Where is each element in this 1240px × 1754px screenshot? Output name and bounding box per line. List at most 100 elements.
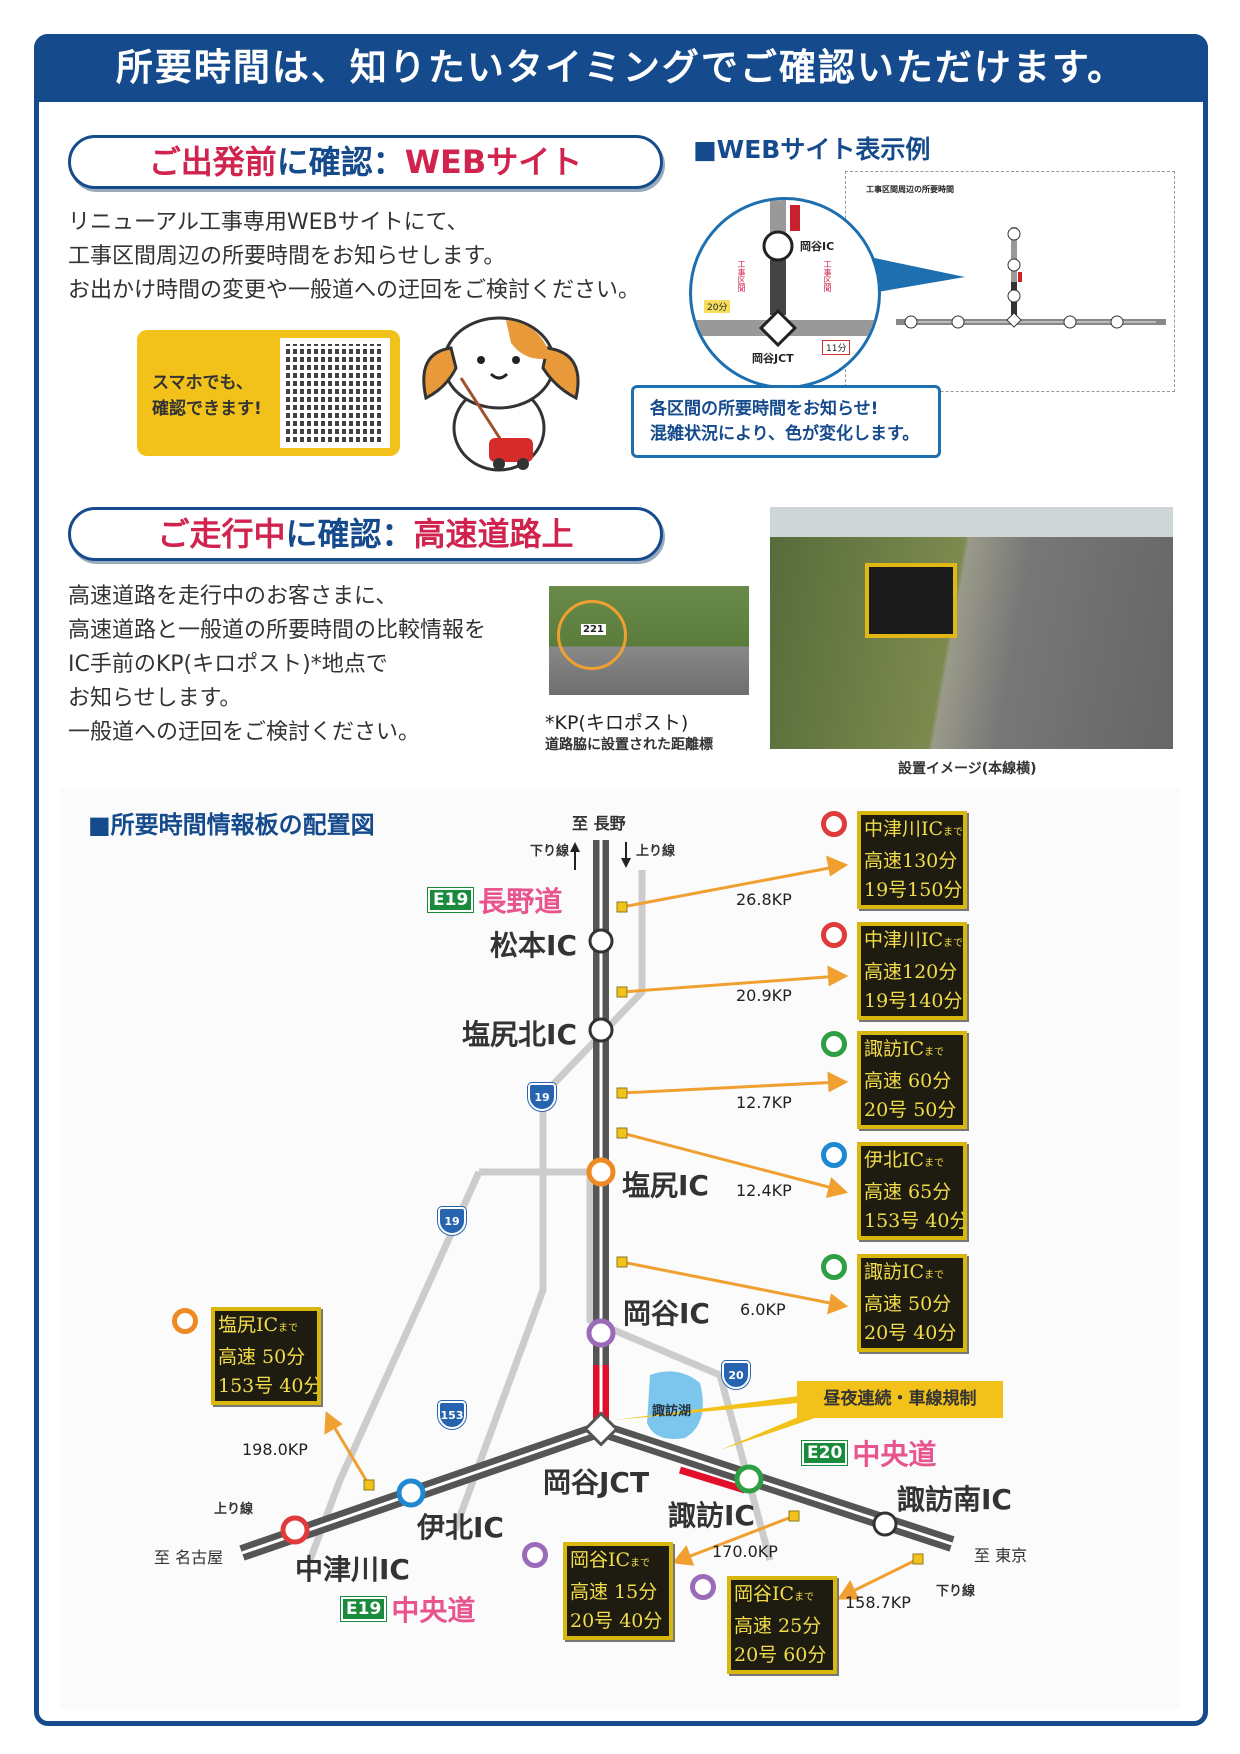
zoom-construction-label: 工事区間	[737, 260, 746, 292]
sign-expressway-time: 高速120分	[864, 961, 958, 983]
kp-label: 20.9KP	[736, 986, 792, 1005]
sign-local-road-time: 19号150分	[864, 879, 963, 901]
web-example-zoom-circle: 岡谷IC 岡谷JCT 20分 11分 工事区間 工事区間	[689, 197, 881, 389]
sign-destination-marker	[821, 1142, 847, 1168]
sign-destination-marker	[821, 1031, 847, 1057]
map-heading: ■所要時間情報板の配置図	[88, 811, 375, 839]
sign-destination-marker	[821, 811, 847, 837]
ic-marker-matsumoto	[588, 928, 614, 954]
sign-local-road-time: 153号 40分	[864, 1210, 967, 1232]
kp-caption-title: *KP(キロポスト)	[545, 708, 688, 735]
sign-destination: 中津川ICまで	[864, 926, 963, 958]
web-example-heading: ■WEBサイト表示例	[693, 135, 931, 164]
travel-time-sign: 中津川ICまで 高速130分 19号150分	[857, 811, 967, 909]
sign-destination: 岡谷ICまで	[734, 1580, 833, 1612]
to-nagoya-label: 至 名古屋	[154, 1548, 224, 1567]
zoom-construction-label: 工事区間	[823, 260, 832, 292]
text-line: お出かけ時間の変更や一般道への迂回をご検討ください。	[68, 278, 641, 303]
route-shield-19: 19	[528, 1083, 556, 1111]
text-line: リニューアル工事専用WEBサイトにて、	[68, 210, 469, 235]
down-line-label: 下り線	[530, 844, 570, 859]
sign-local-road-time: 153号 40分	[218, 1375, 321, 1397]
sign-made: まで	[924, 1047, 945, 1058]
travel-time-sign: 諏訪ICまで 高速 60分 20号 50分	[857, 1031, 967, 1129]
sign-expressway-time: 高速 25分	[734, 1615, 822, 1637]
route-label-chuo-east: E20 中央道	[800, 1433, 937, 1473]
heading-part: に確認：	[276, 143, 405, 181]
kp-label: 12.4KP	[736, 1181, 792, 1200]
heading-part: 高速道路上	[413, 515, 574, 553]
ic-marker-nakatsugawa	[280, 1515, 310, 1545]
travel-time-sign: 岡谷ICまで 高速 15分 20号 40分	[563, 1542, 673, 1640]
sign-expressway-time: 高速 65分	[864, 1181, 952, 1203]
kp-sign: 221	[581, 624, 606, 635]
sign-destination: 岡谷ICまで	[570, 1546, 669, 1578]
text-line: 工事区間周辺の所要時間をお知らせします。	[68, 244, 506, 269]
ic-label-nakatsugawa: 中津川IC	[295, 1553, 410, 1586]
sign-destination-marker	[690, 1574, 716, 1600]
kp-label: 170.0KP	[712, 1542, 778, 1561]
e19-badge: E19	[339, 1596, 388, 1622]
text-line: 高速道路を走行中のお客さまに、	[68, 584, 398, 609]
route-shield-19: 19	[438, 1207, 466, 1235]
nagano-road-name: 長野道	[478, 885, 563, 918]
sign-destination-marker	[172, 1308, 198, 1334]
sign-local-road-time: 20号 40分	[570, 1610, 663, 1632]
heading-part: に確認：	[285, 515, 414, 553]
ic-marker-suwa	[734, 1464, 764, 1494]
sign-made: まで	[630, 1558, 651, 1569]
route-shield-153: 153	[438, 1401, 466, 1429]
sign-made: まで	[924, 1158, 945, 1169]
sign-destination: 諏訪ICまで	[864, 1035, 963, 1067]
web-example-page-title: 工事区間周辺の所要時間	[866, 185, 954, 194]
route-label-chuo-west: E19 中央道	[339, 1589, 476, 1629]
drive-section-heading: ご走行中に確認：高速道路上	[68, 507, 663, 561]
sign-destination: 塩尻ICまで	[218, 1311, 317, 1343]
qr-code[interactable]	[280, 338, 390, 448]
up-line-label: 上り線	[214, 1502, 254, 1517]
drive-section-text: 高速道路を走行中のお客さまに、 高速道路と一般道の所要時間の比較情報を IC手前…	[68, 580, 486, 750]
ic-label-shiojirikita: 塩尻北IC	[462, 1018, 577, 1051]
ic-label-suwa: 諏訪IC	[668, 1499, 755, 1532]
ic-label-okaya: 岡谷IC	[623, 1297, 710, 1330]
heading-part: WEBサイト	[404, 143, 583, 181]
travel-time-sign: 伊北ICまで 高速 65分 153号 40分	[857, 1142, 967, 1240]
lake-suwa	[647, 1371, 703, 1439]
heading-part: ご走行中	[157, 515, 286, 553]
sign-destination: 諏訪ICまで	[864, 1258, 963, 1290]
heading-part: ご出発前	[148, 143, 277, 181]
sign-made: まで	[943, 938, 964, 949]
sign-local-road-time: 20号 40分	[864, 1322, 957, 1344]
route-shield-20: 20	[722, 1361, 750, 1389]
sign-pointer-arrows	[324, 855, 919, 1600]
sign-destination-name: 中津川IC	[864, 818, 944, 840]
kp-photo: 221	[549, 586, 749, 695]
to-tokyo-label: 至 東京	[974, 1546, 1028, 1565]
sign-made: まで	[924, 1270, 945, 1281]
ic-label-inakita: 伊北IC	[417, 1511, 504, 1544]
zoom-callout-pointer	[860, 255, 965, 295]
text-line: IC手前のKP(キロポスト)*地点で	[68, 652, 388, 677]
travel-time-sign: 塩尻ICまで 高速 50分 153号 40分	[211, 1307, 321, 1405]
text-line: 各区間の所要時間をお知らせ!	[650, 399, 879, 419]
installation-photo	[770, 507, 1173, 749]
text-line: スマホでも、	[152, 373, 253, 393]
text-line: お知らせします。	[68, 686, 242, 711]
sign-destination-name: 塩尻IC	[218, 1314, 279, 1336]
travel-time-sign: 岡谷ICまで 高速 25分 20号 60分	[727, 1576, 837, 1674]
ic-label-okaya-jct: 岡谷JCT	[543, 1466, 650, 1499]
ic-marker-suwaminami	[872, 1511, 898, 1537]
chuo-road-name: 中央道	[852, 1438, 937, 1471]
web-example-mini-map	[896, 227, 1166, 329]
sign-made: まで	[794, 1592, 815, 1603]
sign-destination-name: 岡谷IC	[570, 1549, 631, 1571]
sign-destination: 中津川ICまで	[864, 815, 963, 847]
chuo-road-name: 中央道	[391, 1594, 476, 1627]
text-line: 一般道への迂回をご検討ください。	[68, 720, 421, 745]
sign-destination-name: 伊北IC	[864, 1149, 925, 1171]
qr-callout-text: スマホでも、 確認できます!	[152, 370, 262, 422]
sign-expressway-time: 高速130分	[864, 850, 958, 872]
kp-label: 6.0KP	[740, 1300, 786, 1319]
web-section-heading: ご出発前に確認：WEBサイト	[68, 135, 663, 189]
sign-made: まで	[278, 1323, 299, 1334]
